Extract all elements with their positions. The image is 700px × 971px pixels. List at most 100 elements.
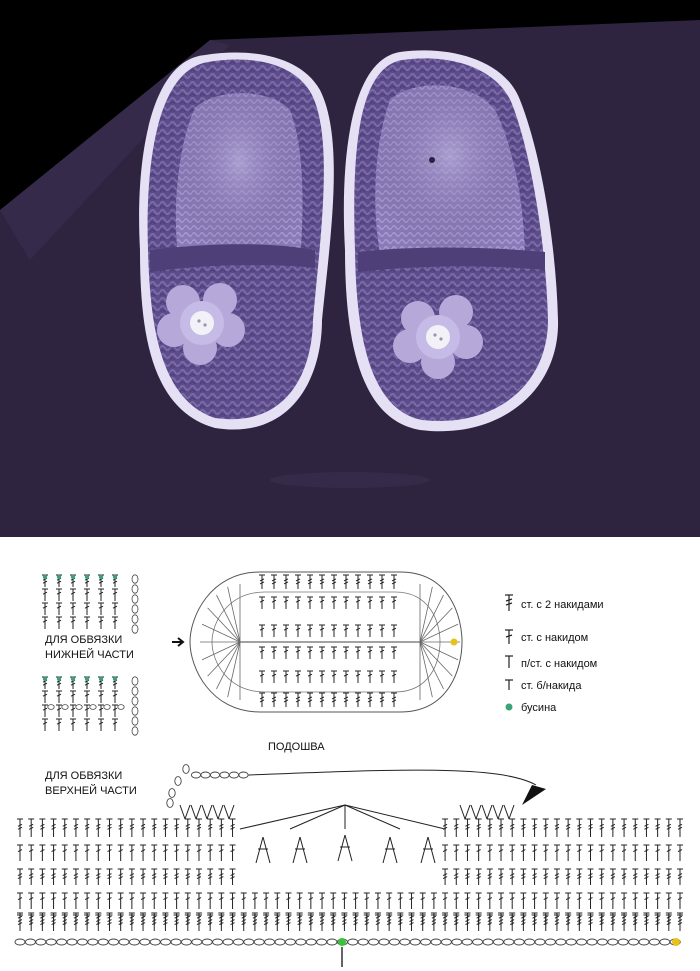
stitch-symbol [542, 892, 549, 909]
stitch-symbol [453, 892, 460, 909]
stitch-symbol [263, 892, 270, 909]
stitch-symbol [643, 892, 650, 909]
stitch-symbol [363, 892, 370, 909]
stitch-symbol [61, 892, 68, 909]
lower-edging-label-line1: ДЛЯ ОБВЯЗКИ [45, 634, 122, 646]
stitch-symbol [442, 844, 449, 861]
stitch-symbol [84, 844, 91, 861]
stitch-symbol [42, 718, 48, 731]
stitch-symbol [283, 692, 289, 707]
stitch-symbol [341, 892, 348, 909]
stitch-symbol [379, 596, 385, 609]
stitch-symbol [486, 892, 493, 909]
stitch-symbol [84, 868, 91, 885]
stitch-symbol [28, 912, 35, 925]
stitch-symbol [17, 868, 23, 885]
stitch-symbol [42, 602, 48, 615]
picot-symbol [492, 804, 504, 820]
stitch-symbol [98, 602, 104, 615]
stitch-symbol [98, 690, 104, 703]
stitch-symbol [531, 844, 538, 861]
stitch-symbol [319, 892, 326, 909]
stitch-symbol [259, 574, 265, 589]
stitch-symbol [408, 912, 415, 925]
stitch-symbol [285, 912, 292, 925]
stitch-symbol [283, 624, 289, 637]
legend-label-5: бусина [521, 702, 557, 714]
stitch-symbol [218, 844, 225, 861]
stitch-symbol [283, 670, 289, 683]
stitch-symbol [598, 912, 605, 925]
stitch-symbol [106, 818, 113, 837]
chain-stitch [182, 764, 190, 774]
half-treble-icon [505, 655, 513, 668]
stitch-symbol [50, 892, 57, 909]
stitch-symbol [587, 912, 594, 925]
stitch-symbol [355, 646, 361, 659]
stitch-symbol [654, 912, 661, 925]
stitch-symbol [229, 844, 236, 861]
stitch-symbol [553, 818, 560, 837]
stitch-symbol [70, 616, 76, 629]
stitch-symbol [442, 912, 449, 925]
stitch-symbol [162, 818, 169, 837]
stitch-symbol [184, 844, 191, 861]
sole-chart [172, 571, 463, 713]
stitch-symbol [50, 844, 57, 861]
stitch-symbol [173, 912, 180, 925]
stitch-symbol [95, 868, 102, 885]
stitch-symbol [240, 912, 247, 925]
start-marker [338, 938, 346, 946]
stitch-symbol [542, 844, 549, 861]
stitch-symbol [330, 892, 337, 909]
stitch-symbol [374, 892, 381, 909]
stitch-symbol [632, 868, 639, 885]
stitch-symbol [218, 892, 225, 909]
stitch-symbol [576, 912, 583, 925]
stitch-symbol [391, 596, 397, 609]
stitch-symbol [184, 868, 191, 885]
stitch-symbol [117, 844, 124, 861]
chain-stitch [131, 696, 139, 706]
stitch-symbol [240, 892, 247, 909]
stitch-symbol [72, 818, 79, 837]
stitch-symbol [42, 690, 48, 703]
chain-stitch [174, 776, 182, 786]
picot-symbol [212, 804, 224, 820]
stitch-symbol [259, 624, 265, 637]
stitch-symbol [598, 892, 605, 909]
stitch-symbol [419, 912, 426, 925]
stitch-symbol [173, 844, 180, 861]
stitch-symbol [367, 646, 373, 659]
stitch-symbol [498, 818, 505, 837]
stitch-symbol [509, 892, 516, 909]
stitch-symbol [386, 912, 393, 925]
stitch-symbol [343, 646, 349, 659]
stitch-symbol [84, 588, 90, 601]
slippers-photo [0, 0, 700, 537]
stitch-symbol [70, 704, 76, 717]
stitch-symbol [475, 818, 482, 837]
stitch-symbol [643, 818, 650, 837]
crochet-chart: ДЛЯ ОБВЯЗКИ НИЖНЕЙ ЧАСТИ ДЛЯ ОБВЯЗКИ ВЕР… [0, 537, 700, 971]
stitch-symbol [632, 892, 639, 909]
stitch-symbol [61, 818, 68, 837]
stitch-symbol [391, 646, 397, 659]
stitch-symbol [195, 868, 202, 885]
stitch-symbol [39, 868, 46, 885]
picot-symbol [459, 804, 471, 820]
bead-marker [56, 574, 62, 580]
stitch-symbol [609, 892, 616, 909]
stitch-symbol [386, 892, 393, 909]
stitch-symbol [609, 818, 616, 837]
stitch-symbol [218, 912, 225, 925]
stitch-symbol [379, 574, 385, 589]
stitch-symbol [218, 818, 225, 837]
stitch-symbol [117, 912, 124, 925]
upper-edging-label-line1: ДЛЯ ОБВЯЗКИ [45, 770, 122, 782]
lower-edging-chart [42, 574, 139, 634]
stitch-symbol [565, 912, 572, 925]
stitch-symbol [72, 868, 79, 885]
stitch-symbol [352, 912, 359, 925]
stitch-symbol [72, 844, 79, 861]
